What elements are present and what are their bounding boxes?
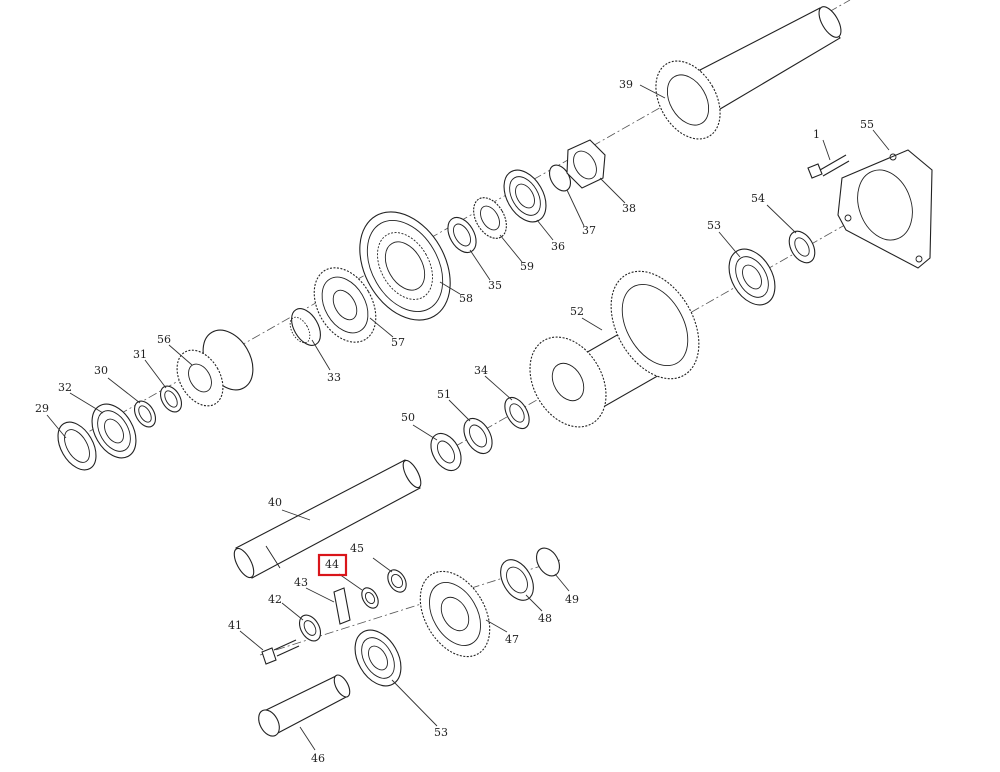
label-56: 56 xyxy=(157,333,171,346)
label-52: 52 xyxy=(570,305,584,318)
label-43: 43 xyxy=(294,576,308,589)
part-51-ring xyxy=(463,417,493,455)
label-41: 41 xyxy=(228,619,242,632)
part-31-ring xyxy=(159,385,183,413)
label-30: 30 xyxy=(94,364,108,377)
label-55: 55 xyxy=(860,118,874,131)
part-59-ring-gear xyxy=(473,197,507,239)
label-37: 37 xyxy=(582,224,596,237)
label-53-lower: 53 xyxy=(434,726,448,739)
label-40: 40 xyxy=(268,496,282,509)
label-58: 58 xyxy=(459,292,473,305)
part-30-ring xyxy=(133,400,157,428)
label-42: 42 xyxy=(268,593,282,606)
axis-lines xyxy=(59,0,881,656)
label-49: 49 xyxy=(565,593,579,606)
label-39: 39 xyxy=(619,78,633,91)
part-55-cover-flange xyxy=(837,149,933,269)
part-46-pin-shaft xyxy=(258,674,351,737)
label-35: 35 xyxy=(488,279,502,292)
part-40-shaft xyxy=(233,459,422,579)
label-48: 48 xyxy=(538,612,552,625)
label-31: 31 xyxy=(133,348,147,361)
part-43-key-plate xyxy=(333,587,351,625)
part-1-bolt xyxy=(807,154,850,179)
part-45-ring xyxy=(387,569,407,593)
part-48-ring xyxy=(500,559,534,601)
label-50: 50 xyxy=(401,411,415,424)
label-34: 34 xyxy=(474,364,488,377)
label-44: 44 xyxy=(325,558,339,571)
part-32-bearing xyxy=(91,403,137,459)
part-53-bearing-lower xyxy=(354,629,402,687)
label-1: 1 xyxy=(813,128,820,141)
part-50-ring xyxy=(430,432,462,472)
label-36: 36 xyxy=(551,240,565,253)
part-36-bearing xyxy=(503,169,547,223)
leader-lines xyxy=(46,84,890,751)
part-39-input-shaft xyxy=(655,6,842,140)
part-57-gear xyxy=(313,267,377,343)
label-53-upper: 53 xyxy=(707,219,721,232)
label-29: 29 xyxy=(35,402,49,415)
label-33: 33 xyxy=(327,371,341,384)
part-33-sleeve xyxy=(289,308,321,346)
part-44-ring xyxy=(361,587,379,609)
part-58-synchro xyxy=(359,211,451,321)
highlight-box-44[interactable] xyxy=(317,553,348,577)
part-35-ring xyxy=(447,216,477,254)
part-29-washer xyxy=(57,421,97,471)
part-42-washer xyxy=(298,614,322,642)
part-52-countershaft-gear xyxy=(529,270,700,428)
label-54: 54 xyxy=(751,192,765,205)
part-49-snap-ring xyxy=(535,547,561,577)
label-51: 51 xyxy=(437,388,451,401)
part-41-bolt xyxy=(261,639,300,665)
label-59: 59 xyxy=(520,260,534,273)
part-56-gear-hub xyxy=(176,329,254,407)
part-53-bearing-upper xyxy=(728,248,776,306)
part-38-nut xyxy=(566,139,606,189)
label-57: 57 xyxy=(391,336,405,349)
label-38: 38 xyxy=(622,202,636,215)
label-45: 45 xyxy=(350,542,364,555)
label-32: 32 xyxy=(58,381,72,394)
part-54-ring xyxy=(788,230,816,264)
label-46: 46 xyxy=(311,752,325,765)
part-labels: 29 32 30 31 56 33 57 58 35 59 36 37 38 3… xyxy=(35,78,874,765)
part-34-ring xyxy=(504,396,530,430)
label-47: 47 xyxy=(505,633,519,646)
part-47-gear xyxy=(419,570,491,658)
